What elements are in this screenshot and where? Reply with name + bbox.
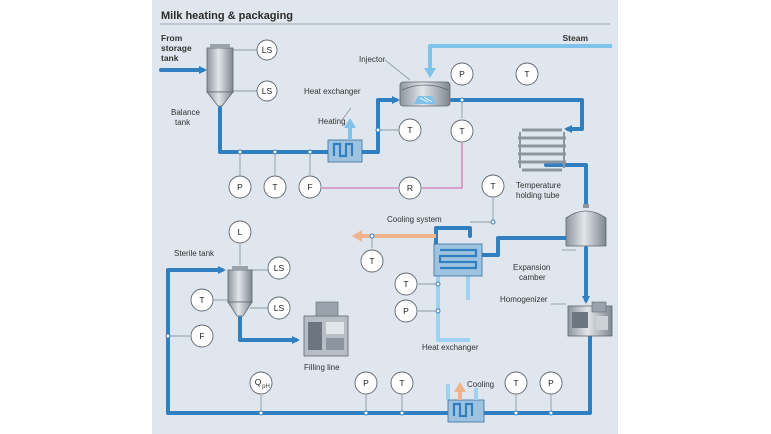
- t-steam-bubble: T: [515, 62, 539, 86]
- temperature-holding-tube: [518, 128, 566, 172]
- t-heater-outlet-bubble: T: [398, 118, 422, 142]
- t-injector-outlet-bubble: T: [450, 119, 474, 143]
- ls-2-bubble: LS: [256, 80, 278, 102]
- svg-text:T: T: [407, 125, 412, 135]
- svg-text:P: P: [548, 378, 554, 388]
- balance-tank: [206, 44, 234, 107]
- expansion-to-cooler-pipe: [480, 236, 570, 257]
- heat-exchanger-bottom-label: Heat exchanger: [422, 343, 479, 352]
- from-storage-label-3: tank: [161, 53, 179, 63]
- t-heating-bubble: T: [263, 175, 287, 199]
- junction-dots: [165, 97, 554, 416]
- heat-exchanger-cooling: [447, 382, 485, 423]
- balance-to-heater-pipe: [218, 106, 332, 154]
- svg-text:T: T: [513, 378, 518, 388]
- expansion-label-2: camber: [519, 273, 546, 282]
- f-return-bubble: F: [190, 324, 214, 348]
- sterile-tank: [227, 266, 253, 317]
- p-return-bubble: P: [354, 371, 378, 395]
- ls-sterile-1-bubble: LS: [267, 256, 291, 280]
- svg-text:P: P: [237, 182, 243, 192]
- ls-sterile-2-bubble: LS: [267, 296, 291, 320]
- p-heating-bubble: P: [228, 175, 252, 199]
- heater-to-injector-pipe: [358, 96, 400, 154]
- svg-text:pH: pH: [262, 384, 270, 390]
- svg-text:T: T: [524, 69, 529, 79]
- bottom-return-pipe: [166, 266, 457, 415]
- svg-text:P: P: [459, 69, 465, 79]
- steam-label: Steam: [562, 33, 588, 43]
- sterile-to-filling-pipe: [238, 316, 300, 344]
- t-homog-outlet-bubble: T: [504, 371, 528, 395]
- cooling-system-label: Cooling system: [387, 215, 442, 224]
- t-return-bubble: T: [390, 371, 414, 395]
- cooling-label: Cooling: [467, 380, 494, 389]
- injector-label: Injector: [359, 55, 386, 64]
- cooling-water-pipes: [436, 276, 470, 400]
- p-steam-bubble: P: [450, 62, 474, 86]
- heat-exchanger-top-label: Heat exchanger: [304, 87, 361, 96]
- steam-pipes: [424, 44, 612, 78]
- svg-text:L: L: [238, 227, 243, 237]
- p-cooling-water-bubble: P: [394, 299, 418, 323]
- diagram-title: Milk heating & packaging: [161, 10, 293, 22]
- injector-to-holding-pipe: [450, 98, 584, 133]
- from-storage-label-1: From: [161, 33, 183, 43]
- process-pipes: [159, 66, 592, 415]
- equipment-labels: From storage tank Steam Balance tank Hea…: [161, 33, 588, 389]
- l-sterile-bubble: L: [228, 220, 252, 244]
- svg-text:T: T: [369, 256, 374, 266]
- svg-text:LS: LS: [262, 45, 273, 55]
- p-homog-outlet-bubble: P: [539, 371, 563, 395]
- svg-text:R: R: [407, 183, 413, 193]
- from-storage-label-2: storage: [161, 43, 192, 53]
- heating-label: Heating: [318, 117, 346, 126]
- sterile-tank-label: Sterile tank: [174, 249, 215, 258]
- balance-tank-label-1: Balance: [171, 108, 200, 117]
- svg-text:P: P: [363, 378, 369, 388]
- svg-text:LS: LS: [274, 303, 285, 313]
- cooling-system-exchanger: [433, 243, 483, 277]
- control-signal-line: [322, 143, 463, 189]
- t-cooling-water-bubble: T: [394, 272, 418, 296]
- expansion-label-1: Expansion: [513, 263, 550, 272]
- holding-tube-label-1: Temperature: [516, 181, 561, 190]
- t-holding-bubble: T: [481, 174, 505, 198]
- ls-1-bubble: LS: [256, 39, 278, 61]
- expansion-camber: [565, 204, 607, 247]
- svg-text:T: T: [199, 295, 204, 305]
- svg-text:T: T: [459, 126, 464, 136]
- holding-tube-label-2: holding tube: [516, 191, 560, 200]
- svg-text:LS: LS: [274, 263, 285, 273]
- homogenizer: [567, 301, 613, 337]
- t-hot-outlet-bubble: T: [360, 249, 384, 273]
- svg-text:T: T: [399, 378, 404, 388]
- r-controller-bubble: R: [398, 176, 422, 200]
- svg-text:P: P: [403, 306, 409, 316]
- svg-text:F: F: [199, 331, 204, 341]
- t-sterile-bubble: T: [190, 288, 214, 312]
- heat-exchanger-heating: [327, 118, 363, 163]
- f-heating-bubble: F: [298, 175, 322, 199]
- injector: [399, 81, 451, 107]
- balance-tank-label-2: tank: [175, 118, 191, 127]
- svg-text:F: F: [307, 182, 312, 192]
- svg-text:T: T: [490, 181, 495, 191]
- holding-to-expansion-pipe: [544, 163, 588, 207]
- svg-text:LS: LS: [262, 86, 273, 96]
- instrument-bubbles: LS LS P T F R T T P T T T T P L LS LS T …: [190, 39, 563, 395]
- homogenizer-label: Homogenizer: [500, 295, 548, 304]
- svg-text:T: T: [403, 279, 408, 289]
- filling-line-machine: [303, 301, 349, 357]
- filling-line-label: Filling line: [304, 363, 340, 372]
- svg-text:Q: Q: [255, 377, 262, 387]
- svg-text:T: T: [272, 182, 277, 192]
